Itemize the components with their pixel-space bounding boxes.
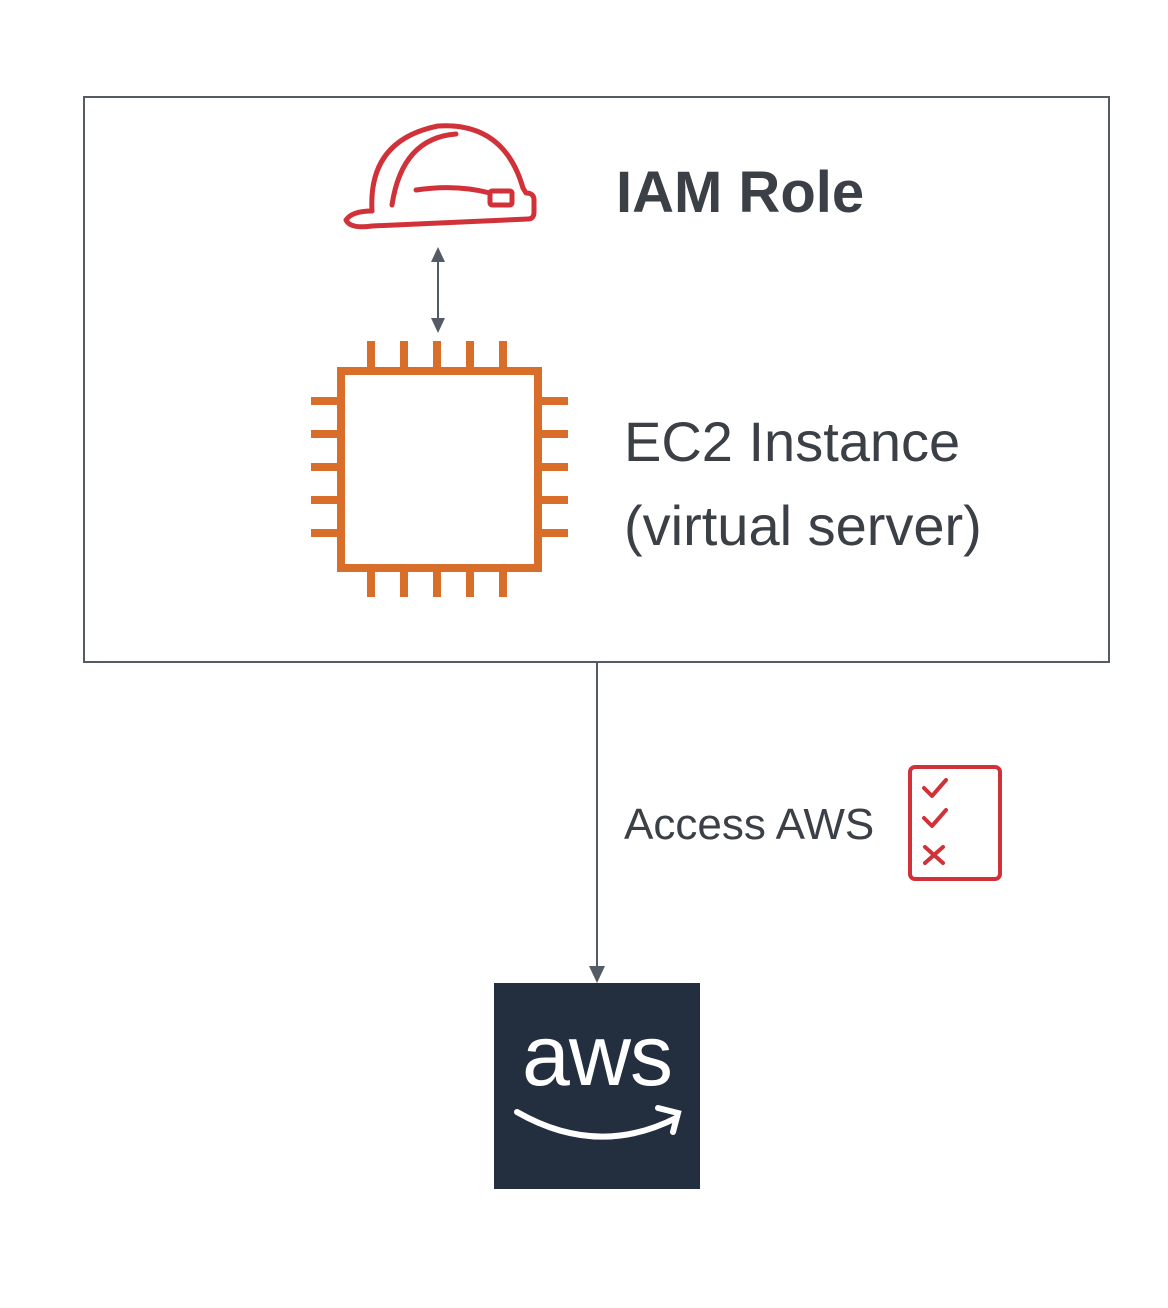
iam-role-label: IAM Role	[616, 160, 865, 225]
checklist-icon	[908, 765, 1002, 881]
role-instance-arrow	[431, 247, 445, 333]
hard-hat-icon	[343, 123, 537, 230]
ec2-instance-label: EC2 Instance (virtual server)	[624, 400, 982, 568]
ec2-instance-title: EC2 Instance	[624, 410, 961, 473]
chip-icon	[311, 341, 568, 597]
access-aws-arrow	[589, 663, 605, 983]
ec2-container-box	[83, 96, 1110, 663]
aws-wordmark: aws	[522, 1008, 673, 1104]
ec2-instance-subtitle: (virtual server)	[624, 494, 982, 557]
aws-tile-background	[494, 983, 700, 1189]
aws-smile-icon	[514, 1105, 682, 1140]
access-aws-label: Access AWS	[624, 800, 875, 849]
aws-logo: aws	[494, 983, 700, 1189]
